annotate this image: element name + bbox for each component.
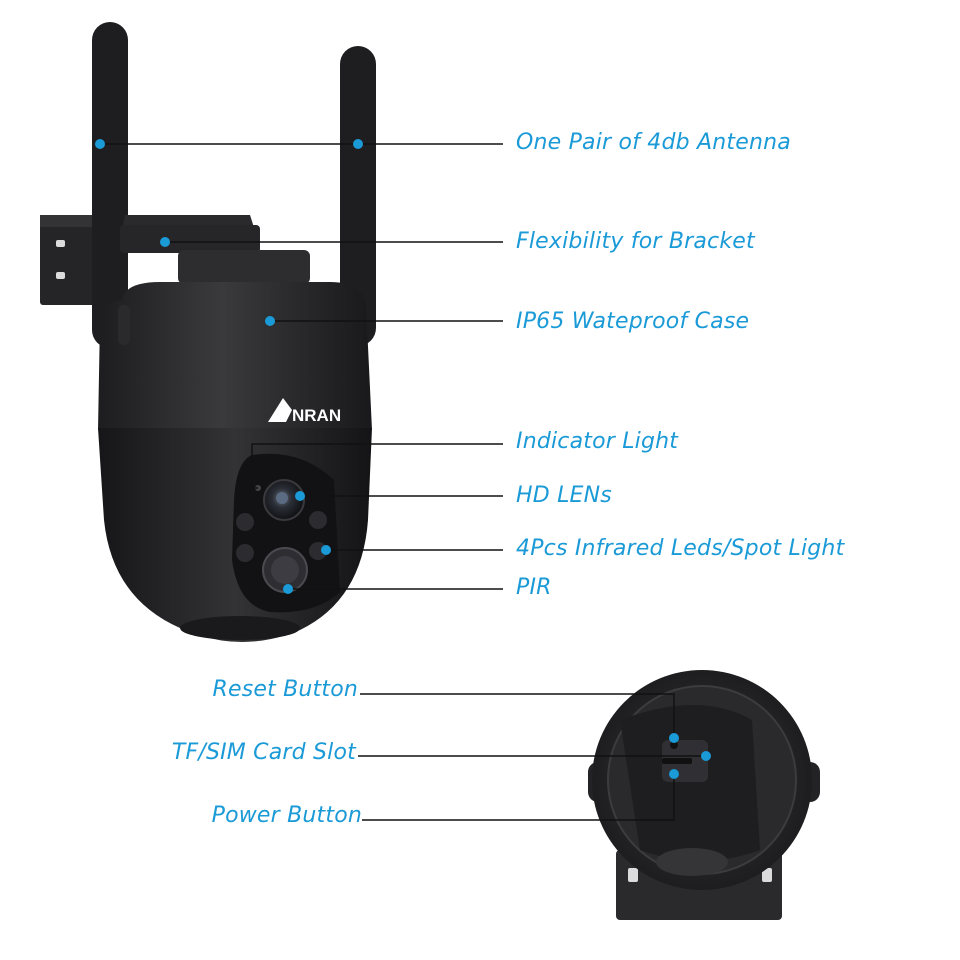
ir-led	[309, 511, 327, 529]
svg-text:NRAN: NRAN	[292, 406, 341, 425]
callout-dot-ir	[321, 545, 331, 555]
callout-line-reset	[360, 693, 675, 738]
callout-lines	[100, 143, 706, 821]
callout-dot-tf	[701, 751, 711, 761]
label-infrared-leds: 4Pcs Infrared Leds/Spot Light	[516, 536, 845, 561]
bracket-mount	[120, 215, 310, 284]
callout-dot-antenna-right	[353, 139, 363, 149]
label-reset-button: Reset Button	[212, 677, 358, 702]
tf-sim-slot	[662, 758, 692, 764]
label-indicator-light: Indicator Light	[516, 429, 679, 454]
left-antenna	[92, 22, 128, 348]
wall-bracket	[40, 215, 98, 305]
label-pir: PIR	[516, 575, 552, 600]
callout-dots	[95, 139, 711, 779]
callout-dot-reset	[669, 733, 679, 743]
ir-led	[236, 513, 254, 531]
ir-led	[236, 544, 254, 562]
label-tf-sim-slot: TF/SIM Card Slot	[171, 740, 356, 765]
callout-dot-power	[669, 769, 679, 779]
reset-button	[670, 741, 678, 749]
callout-line-power	[362, 774, 675, 821]
label-power-button: Power Button	[211, 803, 362, 828]
callout-dot-antenna-left	[95, 139, 105, 149]
callout-line-indicator	[251, 443, 503, 489]
label-bracket: Flexibility for Bracket	[516, 229, 755, 254]
label-waterproof-case: IP65 Wateproof Case	[516, 309, 750, 334]
right-antenna	[340, 46, 376, 346]
camera-upper-housing	[98, 282, 372, 430]
label-antenna: One Pair of 4db Antenna	[516, 130, 791, 155]
camera-bottom-view	[588, 670, 820, 920]
callout-dot-pir	[283, 584, 293, 594]
lens-panel	[232, 453, 340, 613]
callout-dot-bracket	[160, 237, 170, 247]
callout-dot-lens	[295, 491, 305, 501]
label-hd-lens: HD LENs	[516, 483, 612, 508]
callout-dot-case	[265, 316, 275, 326]
anran-logo: NRAN	[268, 398, 341, 425]
